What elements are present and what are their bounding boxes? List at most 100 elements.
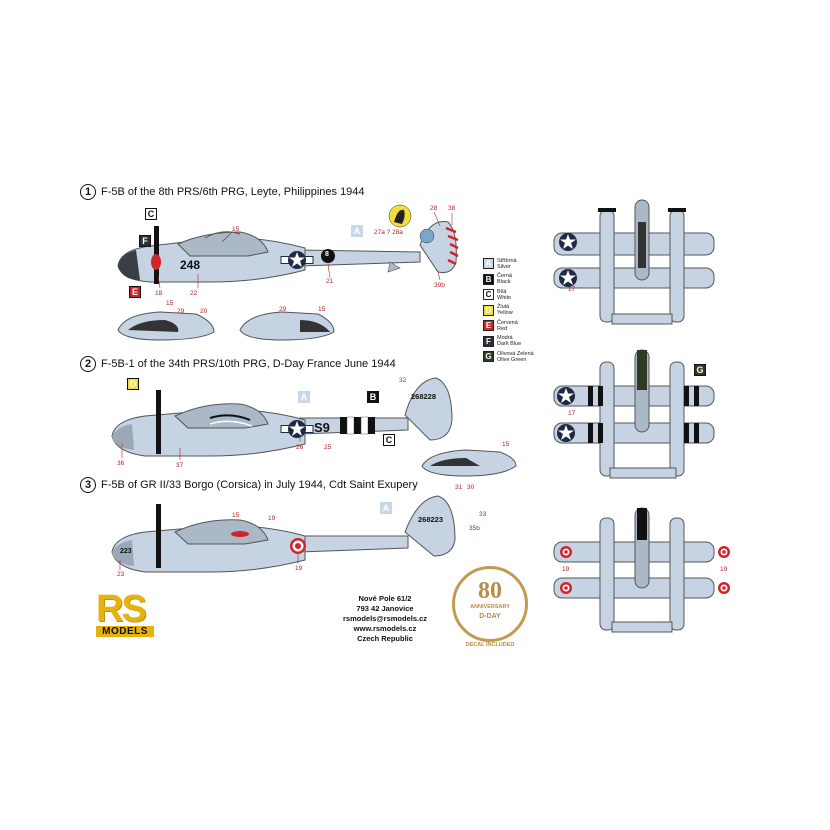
badge-decal-included: DECAL INCLUDED [465,642,515,648]
decal-no-38: 38 [448,205,456,212]
legend-swatch-a: A [483,258,494,270]
decal-no-17-b: 17 [568,410,576,417]
decal-no-20: 20 [200,308,208,315]
profile-2-detail-view [421,449,517,477]
badge-number: 80 [478,578,502,604]
profile-2-caption: F-5B-1 of the 34th PRS/10th PRG, D-Day F… [101,358,396,370]
top-view-1 [553,199,715,325]
decal-no-27-28: 27a ? 28a [374,229,403,236]
address-line-1: Nové Pole 61/2 [358,594,412,603]
decal-no-15-d: 15 [232,512,240,519]
profile-1-code: 248 [180,258,201,272]
color-tag-a-1: A [351,225,363,237]
profile-2-side-view [111,377,453,457]
color-tag-c-2: C [383,434,395,446]
decal-no-15-detail: 15 [166,300,174,307]
rs-models-logo: RS MODELS [96,588,154,637]
color-tag-f: F [139,235,151,247]
decal-no-36: 36 [117,460,125,467]
logo-rs: RS [96,588,147,630]
logo-models: MODELS [96,626,154,637]
decal-no-25: 25 [324,444,332,451]
legend-swatch-c: C [483,289,494,301]
profile-2-title: 2 F-5B-1 of the 34th PRS/10th PRG, D-Day… [80,356,396,372]
top-view-2 [553,349,715,479]
decal-no-18: 18 [155,290,163,297]
legend-en-f: Dark Blue [497,341,522,348]
profile-1-index: 1 [80,184,96,200]
decal-no-19-c: 19 [562,566,570,573]
profile-1-unit-number: 8 [325,251,329,258]
legend-swatch-g: G [483,351,494,363]
company-address: Nové Pole 61/2 793 42 Janovice rsmodels@… [330,594,440,644]
legend-swatch-b: B [483,273,494,285]
callout-leaders [119,211,453,570]
legend-cz-f: Modrá [497,335,513,342]
profile-2-code: S9 [314,420,330,435]
decal-no-15: 15 [232,226,240,233]
decal-no-19-d: 19 [720,566,728,573]
decal-no-19-b: 19 [295,565,303,572]
address-line-2: 793 42 Janovice [356,604,414,613]
legend-en-a: Silver [497,263,511,270]
decal-no-39b: 39b [434,282,445,289]
anniversary-badge: 80 ANNIVERSARY D-DAY [452,566,528,642]
legend-swatch-d: D [483,304,494,316]
profile-3-side-view [111,495,456,573]
decal-no-23: 23 [117,571,125,578]
legend-swatch-f: F [483,335,494,347]
color-tag-g: G [694,364,706,376]
legend-en-c: White [497,294,512,301]
address-website: www.rsmodels.cz [353,624,417,633]
decal-no-29-b: 29 [279,306,287,313]
legend-en-g: Olive Green [497,356,527,363]
legend-cz-c: Bílá [497,288,507,295]
badge-anniversary: ANNIVERSARY [470,604,510,610]
decal-no-22: 22 [190,290,198,297]
profile-1-caption: F-5B of the 8th PRS/6th PRG, Leyte, Phil… [101,186,365,198]
decal-no-31: 31 [455,484,463,491]
legend-cz-e: Červená [497,319,518,326]
profile-3-title: 3 F-5B of GR II/33 Borgo (Corsica) in Ju… [80,477,418,493]
badge-dday: D-DAY [479,613,501,620]
profile-1-detail-views [117,311,335,341]
legend-en-d: Yellow [497,310,513,317]
badge-ring [452,566,528,642]
legend-en-e: Red [497,325,508,332]
decal-no-37: 37 [176,462,184,469]
legend-cz-b: Černá [497,273,512,280]
profile-3-caption: F-5B of GR II/33 Borgo (Corsica) in July… [101,479,418,491]
decal-no-29: 29 [177,308,185,315]
legend-cz-a: Stříbrná [497,257,517,264]
legend-en-b: Black [497,279,511,286]
legend-cz-d: Žlutá [497,304,510,311]
decal-no-35b: 35b [469,525,480,532]
top-view-3 [553,507,730,633]
decal-no-33: 33 [479,511,487,518]
decal-no-26: 26 [296,444,304,451]
color-tag-e: E [129,286,141,298]
decal-no-28: 28 [430,205,438,212]
address-country: Czech Republic [357,634,413,643]
color-tag-a-2: A [298,391,310,403]
decal-no-21: 21 [326,278,334,285]
profile-3-serial: 268223 [418,515,444,524]
decal-no-19: 19 [268,515,276,522]
color-tag-d: D [127,378,139,390]
color-tag-b: B [367,391,379,403]
address-email: rsmodels@rsmodels.cz [342,614,427,623]
decal-no-15-b: 15 [318,306,326,313]
profile-1-side-view [117,204,459,284]
profile-3-code: 223 [120,548,132,555]
color-tag-c: C [145,208,157,220]
